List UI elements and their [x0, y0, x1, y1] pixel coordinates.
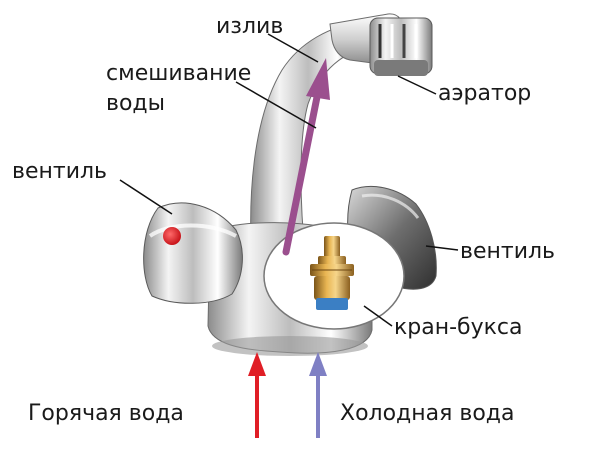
label-aerator: аэратор	[438, 81, 531, 106]
label-cold-water: Холодная вода	[340, 401, 514, 426]
cartridge-inset	[263, 222, 405, 330]
left-valve-leader-line	[119, 179, 173, 215]
label-hot-water: Горячая вода	[28, 401, 184, 426]
hot-indicator-icon	[163, 227, 181, 245]
label-mixing-line2: воды	[106, 91, 165, 116]
hot-water-arrow	[248, 352, 266, 438]
label-valve-left: вентиль	[12, 159, 107, 184]
mixing-leader-line	[235, 81, 317, 129]
aerator-icon	[369, 17, 433, 76]
cartridge-leader-line	[363, 305, 393, 327]
label-cartridge: кран-букса	[394, 315, 523, 340]
left-valve-handle	[143, 202, 243, 304]
aerator-leader-line	[397, 75, 437, 95]
label-spout: излив	[216, 14, 283, 39]
right-valve-leader-line	[425, 245, 459, 251]
spout-leader-line	[267, 33, 319, 63]
label-mixing-line1: смешивание	[106, 61, 251, 86]
mixing-arrow	[282, 58, 330, 256]
cartridge-icon	[310, 236, 354, 310]
label-valve-right: вентиль	[460, 239, 555, 264]
cold-water-arrow	[309, 352, 327, 438]
